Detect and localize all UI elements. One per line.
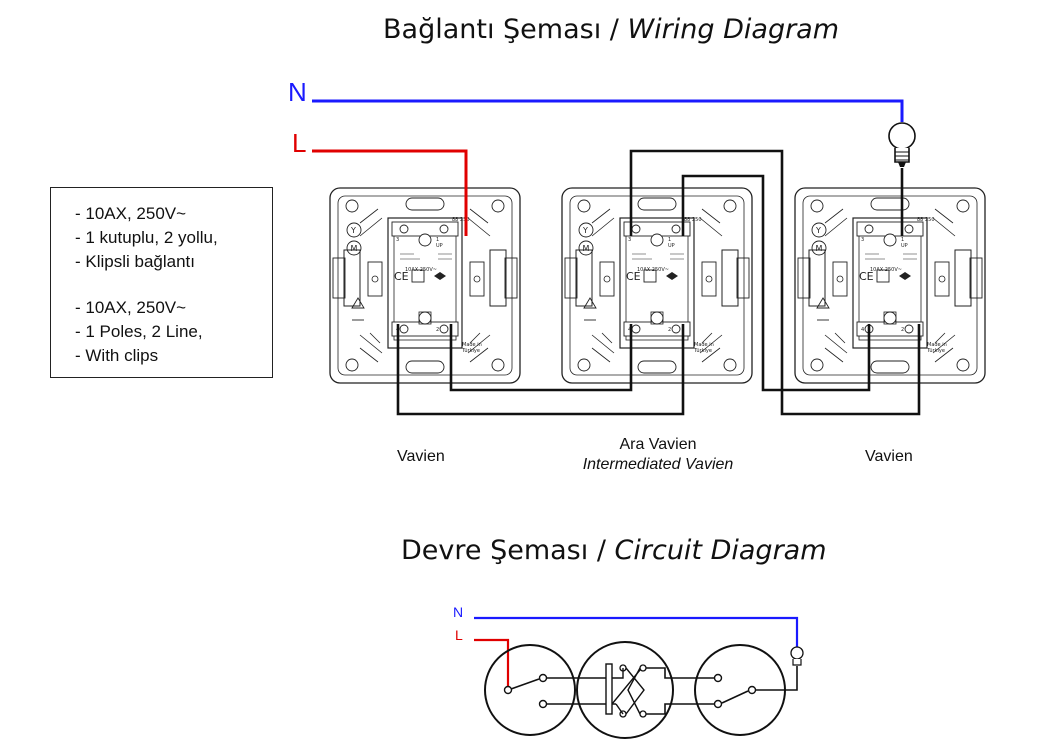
terminal-4: 4 xyxy=(861,327,864,333)
terminal-2: 2 xyxy=(436,327,439,333)
module-up: UP xyxy=(901,243,908,249)
module-made-in: Made in xyxy=(462,342,482,348)
switch-module-left xyxy=(329,187,521,384)
switch-module-right xyxy=(794,187,986,384)
spec-line: - 10AX, 250V~ xyxy=(75,298,187,317)
terminal-3: 3 xyxy=(396,237,399,243)
spec-box: - 10AX, 250V~ - 1 kutuplu, 2 yollu, - Kl… xyxy=(50,187,273,378)
module-country: Türkiye xyxy=(693,348,712,354)
traveller-wire xyxy=(629,149,921,416)
traveller-wire xyxy=(449,324,633,392)
circuit-diagram-title: Devre Şeması / Circuit Diagram xyxy=(401,535,827,566)
module-series: 88 250 xyxy=(684,217,702,223)
terminal-1: 1 xyxy=(668,237,671,243)
terminal-4: 4 xyxy=(628,327,631,333)
terminal-2: 2 xyxy=(901,327,904,333)
lamp-icon xyxy=(888,122,916,167)
middle-module-label: Ara Vavien xyxy=(619,436,697,453)
module-made-in: Made in xyxy=(694,342,714,348)
spec-line: - 1 Poles, 2 Line, xyxy=(75,322,203,341)
switch-module-middle xyxy=(561,187,753,384)
terminal-3: 3 xyxy=(628,237,631,243)
terminal-1: 1 xyxy=(901,237,904,243)
left-module-caption: Vavien xyxy=(397,448,445,465)
wiring-diagram-title: Bağlantı Şeması / Wiring Diagram xyxy=(383,14,839,45)
module-rating: 10AX 250V~ xyxy=(637,267,669,273)
terminal-1: 1 xyxy=(436,237,439,243)
traveller-wire xyxy=(396,324,685,416)
module-made-in: Made in xyxy=(927,342,947,348)
wiring-title-italic: Wiring Diagram xyxy=(627,14,840,45)
middle-module-caption: Ara Vavien Intermediated Vavien xyxy=(558,436,758,474)
module-series: 88 250 xyxy=(452,217,470,223)
module-rating: 10AX 250V~ xyxy=(405,267,437,273)
module-print-right: 10AX 250V~ Made in Türkiye 88 250 UP 3 1… xyxy=(861,217,947,354)
module-country: Türkiye xyxy=(461,348,480,354)
circuit-live-label: L xyxy=(455,627,463,643)
module-print-middle: 10AX 250V~ Made in Türkiye 88 250 UP 3 1… xyxy=(628,217,714,354)
terminal-3: 3 xyxy=(861,237,864,243)
traveller-wire xyxy=(681,174,871,392)
live-label: L xyxy=(292,128,306,158)
module-country: Türkiye xyxy=(926,348,945,354)
neutral-wire xyxy=(312,99,904,122)
circuit-title-italic: Circuit Diagram xyxy=(614,535,827,566)
wiring-title-plain: Bağlantı Şeması / xyxy=(383,14,628,45)
module-up: UP xyxy=(436,243,443,249)
middle-module-label-italic: Intermediated Vavien xyxy=(582,456,734,473)
terminal-2: 2 xyxy=(668,327,671,333)
live-wire xyxy=(312,149,468,236)
neutral-label: N xyxy=(288,77,307,107)
circuit-lamp-icon xyxy=(790,646,804,666)
right-module-caption: Vavien xyxy=(865,448,913,465)
module-rating: 10AX 250V~ xyxy=(870,267,902,273)
module-series: 88 250 xyxy=(917,217,935,223)
module-up: UP xyxy=(668,243,675,249)
circuit-neutral-label: N xyxy=(453,604,463,620)
spec-line: - 1 kutuplu, 2 yollu, xyxy=(75,228,218,247)
circuit-diagram: N L xyxy=(453,604,804,739)
spec-line: - With clips xyxy=(75,346,159,365)
spec-line: - 10AX, 250V~ xyxy=(75,204,187,223)
circuit-title-plain: Devre Şeması / xyxy=(401,535,615,566)
spec-line: - Klipsli bağlantı xyxy=(75,252,196,271)
